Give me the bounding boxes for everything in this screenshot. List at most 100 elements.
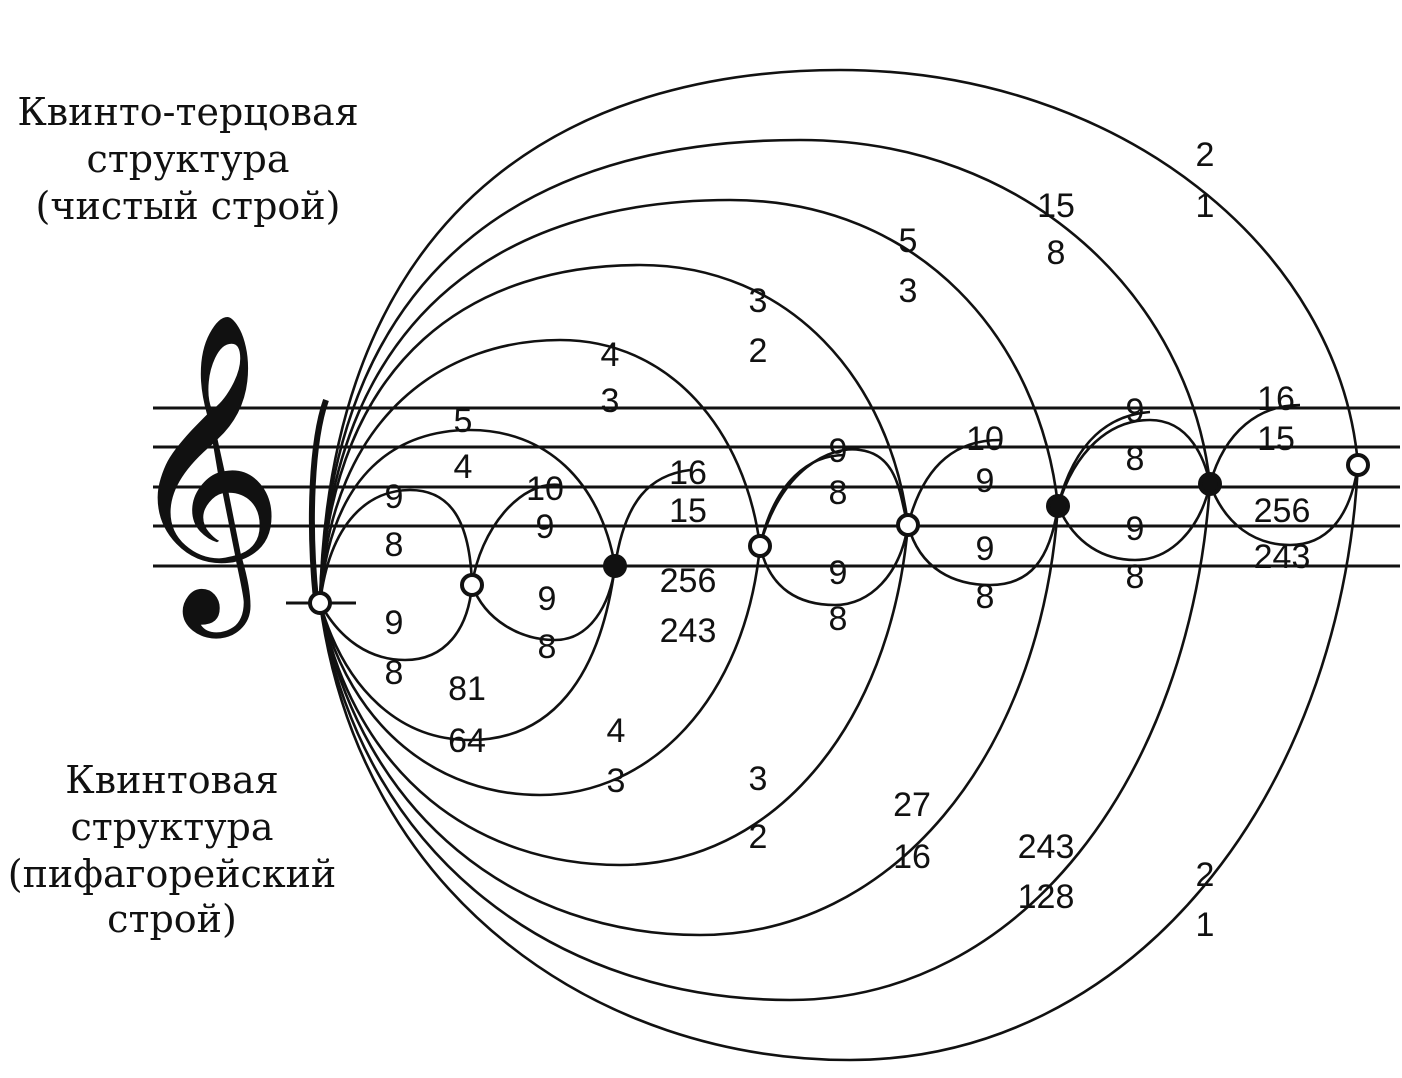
lower-ratio-fifth-num: 3 [749, 760, 768, 798]
arc-d-e-upper [470, 483, 561, 586]
ratio-fifth-den: 2 [749, 332, 768, 370]
lower-ratio-third-num: 81 [448, 670, 486, 708]
lower-ratio-fourth-den: 3 [607, 762, 626, 800]
note-f [748, 534, 772, 558]
step-h-c2-den: 15 [1257, 420, 1295, 458]
pyth-step-c-d-num: 9 [385, 604, 404, 642]
ratio-octave-num: 2 [1196, 136, 1215, 174]
top-title-line-2: структура [86, 137, 289, 181]
ratio-fourth-num: 4 [601, 336, 620, 374]
step-ratios: 9 8 10 9 16 15 9 8 10 9 9 8 16 15 [385, 380, 1295, 564]
arc-c-h-lower [318, 483, 1212, 1002]
arc-f-g-lower [758, 524, 910, 607]
pyth-step-d-e-num: 9 [538, 580, 557, 618]
lower-ratios: 81 64 4 3 3 2 27 16 243 128 2 1 [448, 670, 1214, 944]
arc-f-h-cross [758, 448, 910, 547]
step-f-g-num: 9 [829, 432, 848, 470]
arc-a-h-lower [1056, 483, 1212, 562]
pyth-step-h-c2-num: 256 [1254, 492, 1311, 530]
ratio-major-sixth-den: 3 [899, 272, 918, 310]
pythagorean-step-ratios: 9 8 9 8 256 243 9 8 9 8 9 8 256 243 [385, 492, 1311, 692]
note-c2 [1346, 453, 1370, 477]
arc-h-c2-lower [1208, 464, 1360, 547]
step-g-a-num: 10 [966, 420, 1004, 458]
step-e-f-den: 15 [669, 492, 707, 530]
arc-a-c2-cross [1056, 418, 1212, 507]
ratio-major-third-den: 4 [454, 448, 473, 486]
arc-c-c2-upper [318, 68, 1360, 604]
note-e [603, 554, 627, 578]
step-g-a-den: 9 [976, 462, 995, 500]
arc-c-a-upper [318, 198, 1060, 604]
pyth-step-f-g-num: 9 [829, 554, 848, 592]
start-stem [308, 399, 329, 601]
bottom-title-line-2: структура [70, 805, 273, 849]
arc-g-a-lower [906, 505, 1060, 587]
lower-ratio-sixth-num: 27 [893, 786, 931, 824]
lower-ratio-seventh-num: 243 [1018, 828, 1075, 866]
treble-clef-icon: 𝄞 [125, 309, 285, 640]
lower-ratio-octave-den: 1 [1196, 906, 1215, 944]
ratio-major-seventh-den: 8 [1047, 234, 1066, 272]
arc-g-a-upper [906, 438, 1001, 526]
arc-c-c2-lower [318, 464, 1360, 1062]
bottom-title-line-1: Квинтовая [65, 758, 278, 802]
arc-c-f-lower [318, 545, 762, 797]
top-title: Квинто-терцовая структура (чистый строй) [17, 90, 358, 228]
note-h [1198, 472, 1222, 496]
arc-c-e-upper [318, 428, 617, 604]
upper-ratios: 2 1 15 8 5 3 3 2 4 3 5 4 [454, 136, 1215, 486]
arc-c-g-upper [318, 263, 910, 604]
arc-c-d-upper [318, 488, 474, 604]
pyth-step-a-h-num: 9 [1126, 510, 1145, 548]
pyth-step-e-f-num: 256 [660, 562, 717, 600]
pyth-step-g-a-num: 9 [976, 530, 995, 568]
arc-d-e-lower [470, 565, 617, 642]
step-f-g-den: 8 [829, 474, 848, 512]
arc-c-d-lower [318, 584, 474, 662]
ratio-fifth-num: 3 [749, 282, 768, 320]
lower-ratio-sixth-den: 16 [893, 838, 931, 876]
pyth-step-a-h-den: 8 [1126, 558, 1145, 596]
arc-c-e-lower [318, 565, 617, 742]
step-e-f-num: 16 [669, 454, 707, 492]
bottom-title-line-4: строй) [107, 897, 237, 941]
ratio-major-seventh-num: 15 [1037, 187, 1075, 225]
top-title-line-3: (чистый строй) [36, 184, 341, 228]
top-title-line-1: Квинто-терцовая [17, 90, 358, 134]
bottom-title-line-3: (пифагорейский [8, 852, 337, 896]
note-g [896, 513, 920, 537]
lower-ratio-seventh-den: 128 [1018, 878, 1075, 916]
pyth-step-f-g-den: 8 [829, 600, 848, 638]
lower-ratio-fourth-num: 4 [607, 712, 626, 750]
arc-e-f-upper [613, 468, 691, 567]
arc-c-f-upper [318, 338, 762, 604]
arc-h-c2-upper [1208, 403, 1301, 485]
ratio-major-sixth-num: 5 [899, 222, 918, 260]
arc-c-g-lower [318, 524, 910, 867]
step-c-d-den: 8 [385, 526, 404, 564]
lower-ratio-octave-num: 2 [1196, 856, 1215, 894]
note-a [1046, 494, 1070, 518]
ratio-fourth-den: 3 [601, 382, 620, 420]
ratio-octave-den: 1 [1196, 187, 1215, 225]
pyth-step-c-d-den: 8 [385, 654, 404, 692]
arc-c-a-lower [318, 505, 1060, 937]
pyth-step-g-a-den: 8 [976, 578, 995, 616]
bottom-title: Квинтовая структура (пифагорейский строй… [8, 758, 337, 941]
step-a-h-num: 9 [1126, 392, 1145, 430]
step-d-e-den: 9 [536, 508, 555, 546]
step-c-d-num: 9 [385, 478, 404, 516]
lower-ratio-fifth-den: 2 [749, 818, 768, 856]
lower-ratio-third-den: 64 [448, 722, 486, 760]
lower-arcs [318, 464, 1360, 1062]
ratio-major-third-num: 5 [454, 402, 473, 440]
note-d [460, 573, 484, 597]
arc-c-h-upper [318, 138, 1212, 604]
notes [308, 453, 1370, 615]
step-h-c2-num: 16 [1257, 380, 1295, 418]
step-d-e-num: 10 [526, 470, 564, 508]
upper-arcs [318, 68, 1360, 604]
pyth-step-h-c2-den: 243 [1254, 538, 1311, 576]
